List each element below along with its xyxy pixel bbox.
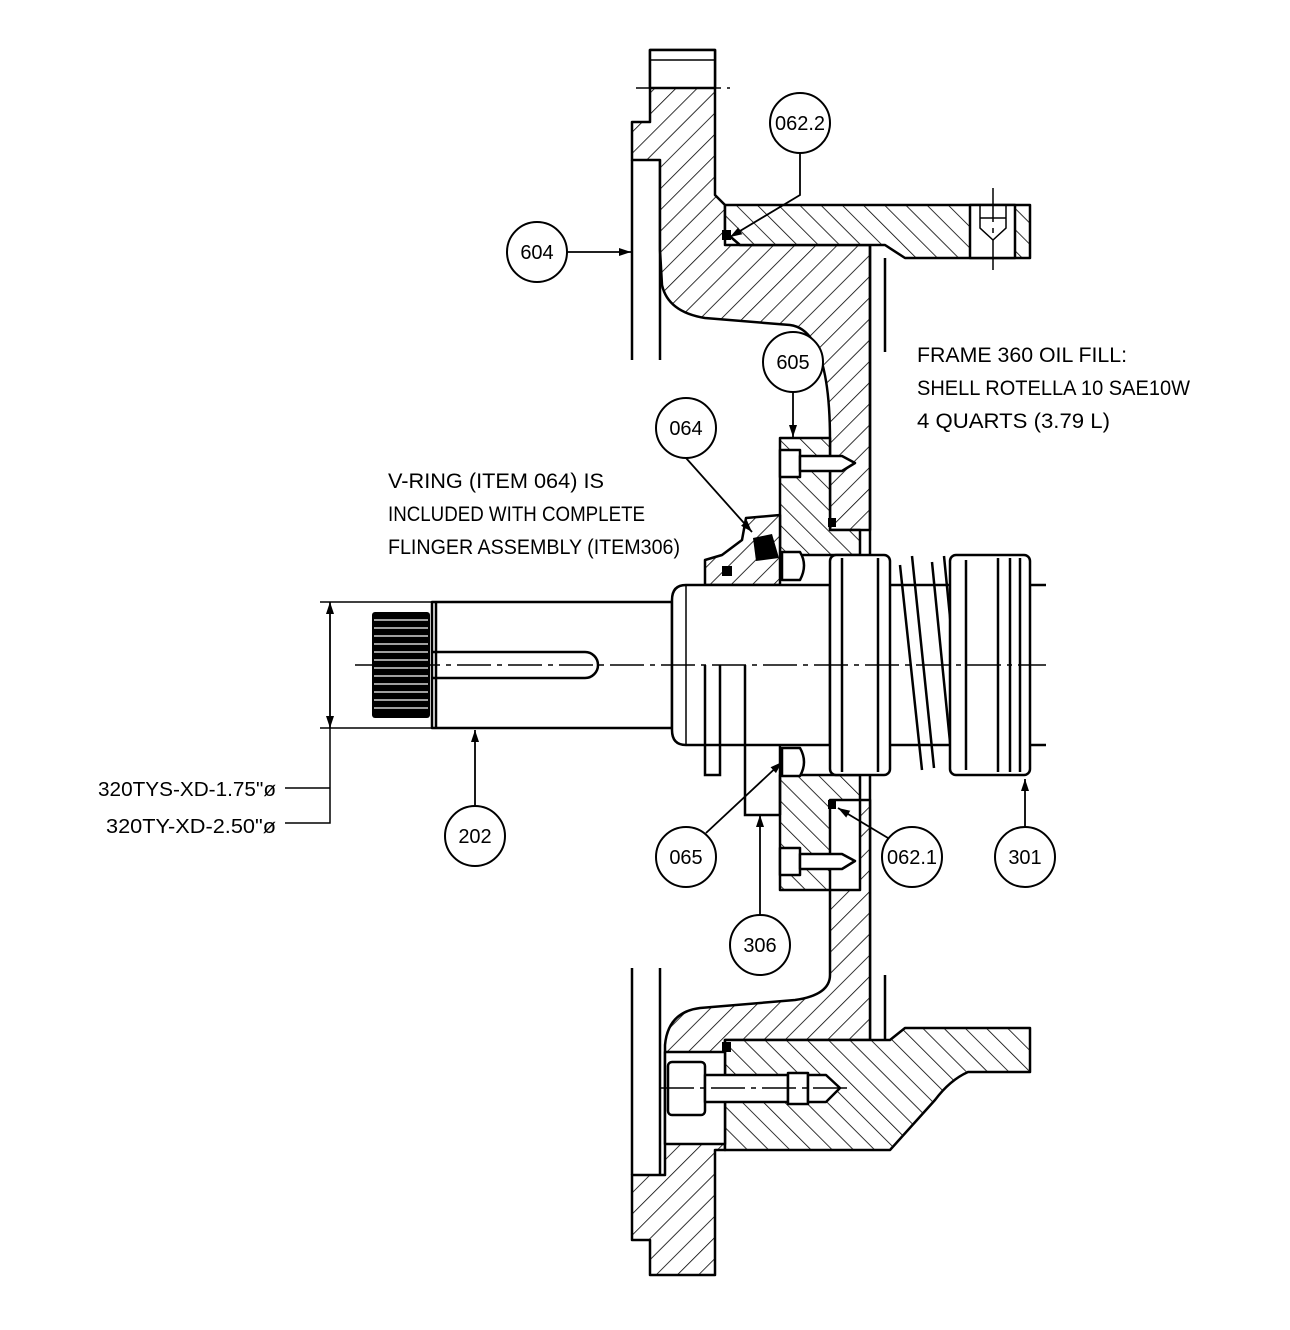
- balloon-605: [762, 331, 824, 393]
- oil-fill-note-line-1: FRAME 360 OIL FILL:: [917, 344, 1127, 367]
- oring-062-1-mark: [828, 800, 836, 809]
- leader-065: [705, 761, 783, 834]
- oil-fill-note-line-3: 4 QUARTS (3.79 L): [917, 410, 1110, 433]
- dim-label-1-75: 320TYS-XD-1.75"ø: [98, 779, 276, 801]
- balloon-306: [729, 914, 791, 976]
- balloon-065: [655, 826, 717, 888]
- lower-end-bracket: [630, 798, 872, 1277]
- dim-label-2-50: 320TY-XD-2.50"ø: [106, 816, 276, 838]
- lower-cap-bolt-shank: [798, 852, 857, 871]
- oil-fill-note-line-2: SHELL ROTELLA 10 SAE10W: [917, 377, 1190, 400]
- leader-062-2: [729, 153, 801, 238]
- balloon-062-1: [881, 826, 943, 888]
- lower-lip-seal-065: [780, 746, 806, 778]
- upper-bracket-lug: [648, 48, 717, 90]
- balloon-062-2-label: 062.2: [775, 113, 825, 135]
- upper-cap-mark: [828, 518, 836, 527]
- v-ring-064: [753, 534, 779, 561]
- leader-062-1: [837, 807, 889, 839]
- leader-064: [685, 457, 753, 533]
- balloon-301: [994, 826, 1056, 888]
- balloon-062-1-label: 062.1: [887, 847, 937, 869]
- balloon-604-label: 604: [520, 242, 553, 264]
- flinger-inner-lines: [703, 665, 782, 817]
- flinger-seal-mark: [722, 566, 732, 576]
- balloon-306-label: 306: [743, 935, 776, 957]
- dim-callout-leader: [285, 728, 331, 824]
- oring-062-2-mark: [722, 230, 731, 240]
- v-ring-note-line-2: INCLUDED WITH COMPLETE: [388, 503, 645, 526]
- upper-cap-bolt-shank: [798, 454, 857, 473]
- balloon-301-label: 301: [1008, 847, 1041, 869]
- lower-shell-band: [723, 1026, 1032, 1152]
- balloon-064-label: 064: [669, 418, 702, 440]
- lower-cap-bolt-head: [778, 846, 802, 877]
- v-ring-note-line-3: FLINGER ASSEMBLY (ITEM306): [388, 536, 680, 559]
- upper-cap-bolt-head: [778, 448, 802, 479]
- balloon-065-label: 065: [669, 847, 702, 869]
- balloon-064: [655, 397, 717, 459]
- shaft-nut-threads: [374, 619, 428, 709]
- shaft-keyway: [432, 650, 600, 680]
- spring: [898, 555, 967, 773]
- shaft-continuation: [1030, 583, 1046, 747]
- lower-bolt-thread: [786, 1071, 810, 1106]
- v-ring-note-line-1: V-RING (ITEM 064) IS: [388, 470, 604, 493]
- oring-lower-mark: [722, 1042, 731, 1052]
- balloon-062-2: [769, 92, 831, 154]
- balloon-202: [444, 805, 506, 867]
- balloon-202-label: 202: [458, 826, 491, 848]
- upper-lip-seal-065: [780, 550, 806, 582]
- balloon-605-label: 605: [776, 352, 809, 374]
- balloon-604: [506, 221, 568, 283]
